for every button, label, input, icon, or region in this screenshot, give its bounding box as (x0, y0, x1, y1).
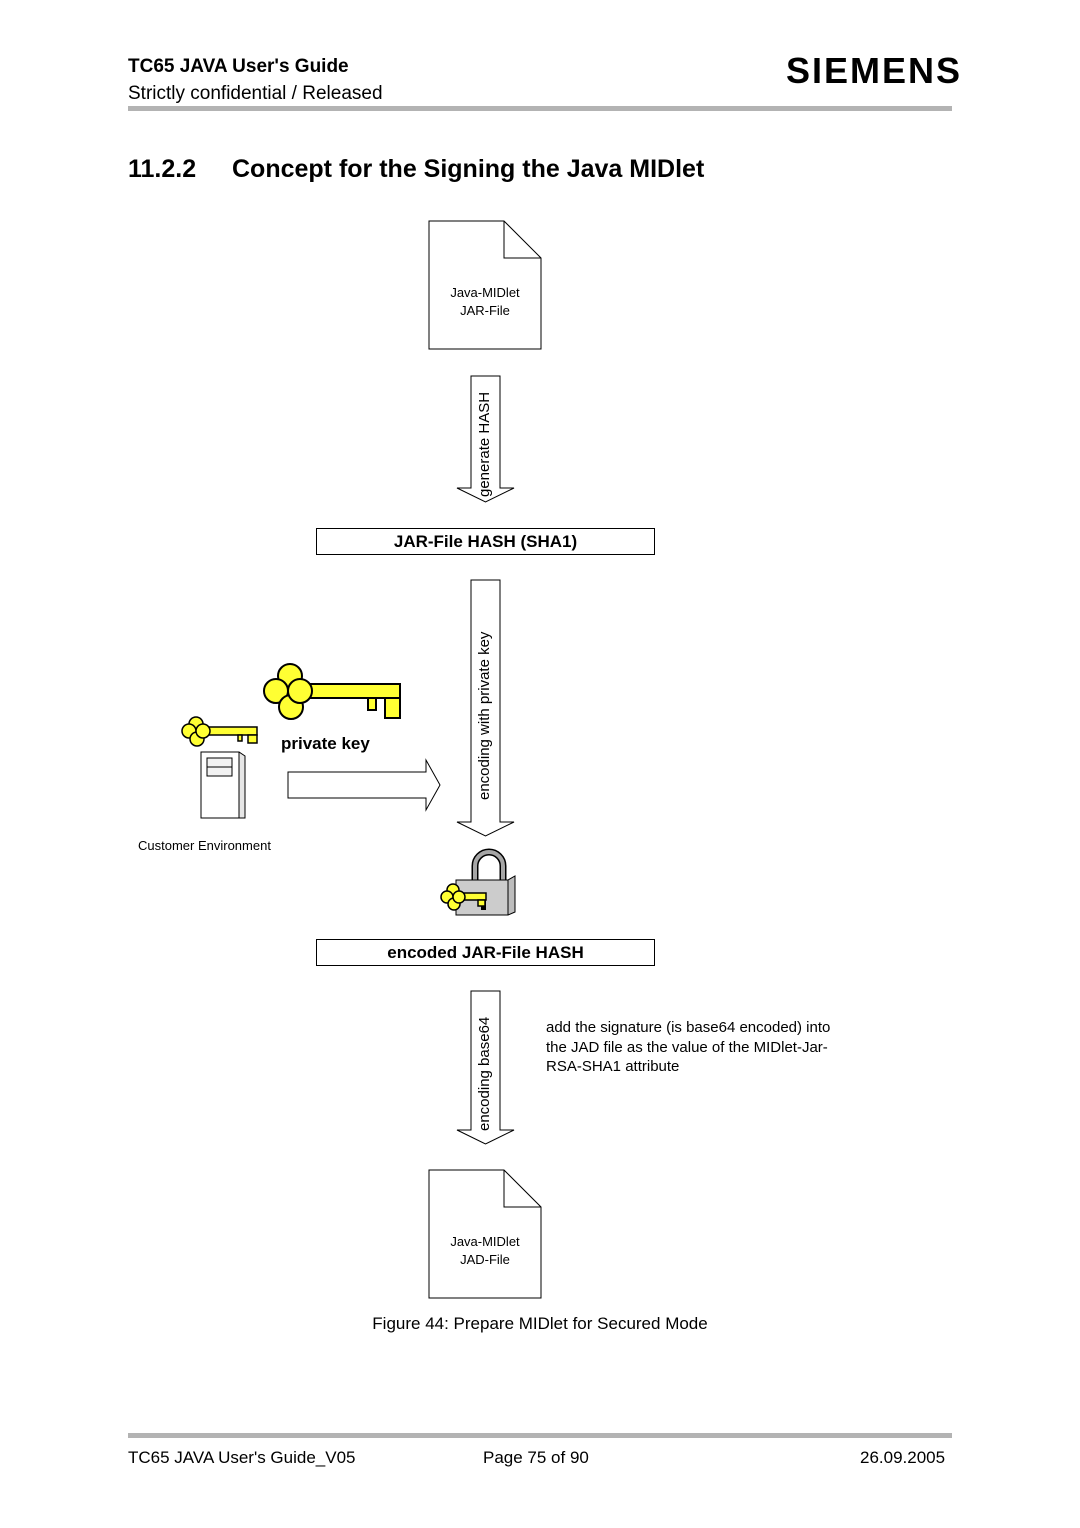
footer-date: 26.09.2005 (860, 1448, 946, 1467)
jar-file-label-line2: JAR-File (460, 303, 510, 318)
large-key-icon (263, 663, 401, 720)
jad-file-document-icon (428, 1169, 542, 1299)
encoded-jar-hash-box: encoded JAR-File HASH (316, 939, 655, 966)
jar-file-hash-box: JAR-File HASH (SHA1) (316, 528, 655, 555)
encoding-base64-label: encoding base64 (476, 1016, 493, 1131)
jad-file-label: Java-MIDlet JAD-File (429, 1233, 541, 1269)
customer-environment-label: Customer Environment (138, 838, 271, 853)
encoding-base64-arrow (456, 990, 515, 1145)
computer-icon (200, 751, 246, 819)
section-number: 11.2.2 (128, 155, 197, 183)
footer-document-name: TC65 JAVA User's Guide_V05 (128, 1448, 356, 1467)
jad-file-label-line1: Java-MIDlet (450, 1234, 520, 1249)
signature-note: add the signature (is base64 encoded) in… (546, 1019, 831, 1075)
footer-divider (128, 1433, 952, 1438)
jar-file-label: Java-MIDlet JAR-File (429, 284, 541, 320)
document-title: TC65 JAVA User's Guide (128, 56, 349, 77)
generate-hash-label: generate HASH (476, 391, 493, 497)
document-subtitle: Strictly confidential / Released (128, 83, 383, 104)
encoding-private-key-label: encoding with private key (476, 631, 493, 800)
encoding-private-key-arrow (456, 579, 515, 837)
section-heading: 11.2.2 Concept for the Signing the Java M… (128, 155, 704, 184)
lock-key-icon (440, 883, 487, 911)
private-key-transfer-arrow (287, 758, 441, 812)
private-key-label: private key (281, 734, 370, 753)
header-divider (128, 106, 952, 111)
jar-file-document-icon (428, 220, 542, 350)
small-key-icon (181, 716, 258, 747)
figure-caption: Figure 44: Prepare MIDlet for Secured Mo… (372, 1314, 708, 1333)
section-title: Concept for the Signing the Java MIDlet (232, 155, 705, 183)
jar-file-label-line1: Java-MIDlet (450, 285, 520, 300)
jad-file-label-line2: JAD-File (460, 1252, 510, 1267)
siemens-logo: SIEMENS (786, 50, 963, 91)
footer-page-number: Page 75 of 90 (483, 1448, 589, 1467)
generate-hash-arrow (456, 375, 515, 503)
